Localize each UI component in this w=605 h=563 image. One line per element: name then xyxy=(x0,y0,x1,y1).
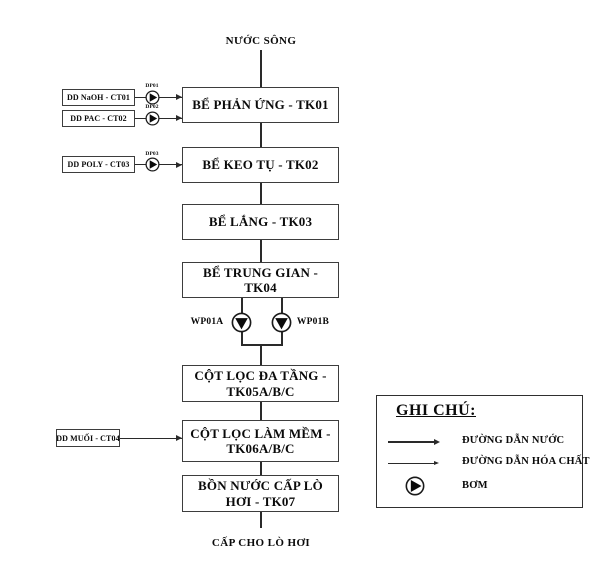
chemical-box-ct01: DD NaOH - CT01 xyxy=(62,88,135,106)
water-line xyxy=(260,512,262,528)
water-line xyxy=(260,50,262,87)
chemical-box-ct03: DD POLY - CT03 xyxy=(62,156,135,173)
water-line xyxy=(260,402,262,420)
pump-icon xyxy=(145,157,160,172)
dosing-pump-label: DP02 xyxy=(145,104,159,110)
water-line xyxy=(241,332,243,345)
chemical-line-symbol xyxy=(388,462,436,464)
legend-title: GHI CHÚ: xyxy=(396,402,476,419)
tank-tk04: BỂ TRUNG GIAN - TK04 xyxy=(182,262,339,298)
water-line xyxy=(241,298,243,313)
arrowhead-icon xyxy=(434,460,439,465)
legend: GHI CHÚ: ĐƯỜNG DẪN NƯỚC ĐƯỜNG DẪN HÓA CH… xyxy=(376,395,590,508)
water-line xyxy=(260,183,262,204)
water-line xyxy=(260,344,262,365)
water-line xyxy=(260,123,262,147)
inlet-label: NƯỚC SÔNG xyxy=(225,35,297,47)
water-line xyxy=(241,344,283,346)
pump-icon xyxy=(271,312,292,333)
outlet-label: CẤP CHO LÒ HƠI xyxy=(211,537,311,549)
tank-tk07: BỒN NƯỚC CẤP LÒ HƠI - TK07 xyxy=(182,475,339,512)
legend-item-label: ĐƯỜNG DẪN NƯỚC xyxy=(462,435,565,446)
tank-tk02: BỂ KEO TỤ - TK02 xyxy=(182,147,339,183)
dosing-pump-label: DP03 xyxy=(145,150,159,157)
water-line-symbol xyxy=(388,441,436,443)
water-line xyxy=(281,332,283,345)
chemical-box-ct02: DD PAC - CT02 xyxy=(62,109,135,127)
arrowhead-icon xyxy=(176,115,182,121)
tank-tk06: CỘT LỌC LÀM MỀM - TK06A/B/C xyxy=(182,420,339,462)
transfer-pump-label: WP01A xyxy=(190,317,224,327)
legend-item-label: BƠM xyxy=(462,480,488,491)
water-line xyxy=(260,240,262,262)
tank-tk01: BỂ PHẢN ỨNG - TK01 xyxy=(182,87,339,123)
pump-icon xyxy=(231,312,252,333)
arrowhead-icon xyxy=(176,161,182,168)
arrowhead-icon xyxy=(434,439,440,445)
water-line xyxy=(281,298,283,313)
chemical-box-ct04: DD MUỐI - CT04 xyxy=(56,429,120,447)
arrowhead-icon xyxy=(176,94,182,100)
tank-tk05: CỘT LỌC ĐA TẦNG - TK05A/B/C xyxy=(182,365,339,402)
dosing-pump-label: DP01 xyxy=(145,83,159,89)
pump-icon xyxy=(405,476,425,496)
tank-tk03: BỂ LẮNG - TK03 xyxy=(182,204,339,240)
legend-item-label: ĐƯỜNG DẪN HÓA CHẤT xyxy=(462,456,590,467)
arrowhead-icon xyxy=(176,435,182,441)
chemical-line xyxy=(120,437,182,439)
pump-icon xyxy=(145,90,160,105)
transfer-pump-label: WP01B xyxy=(296,317,330,327)
water-line xyxy=(260,462,262,475)
pump-icon xyxy=(145,111,160,126)
